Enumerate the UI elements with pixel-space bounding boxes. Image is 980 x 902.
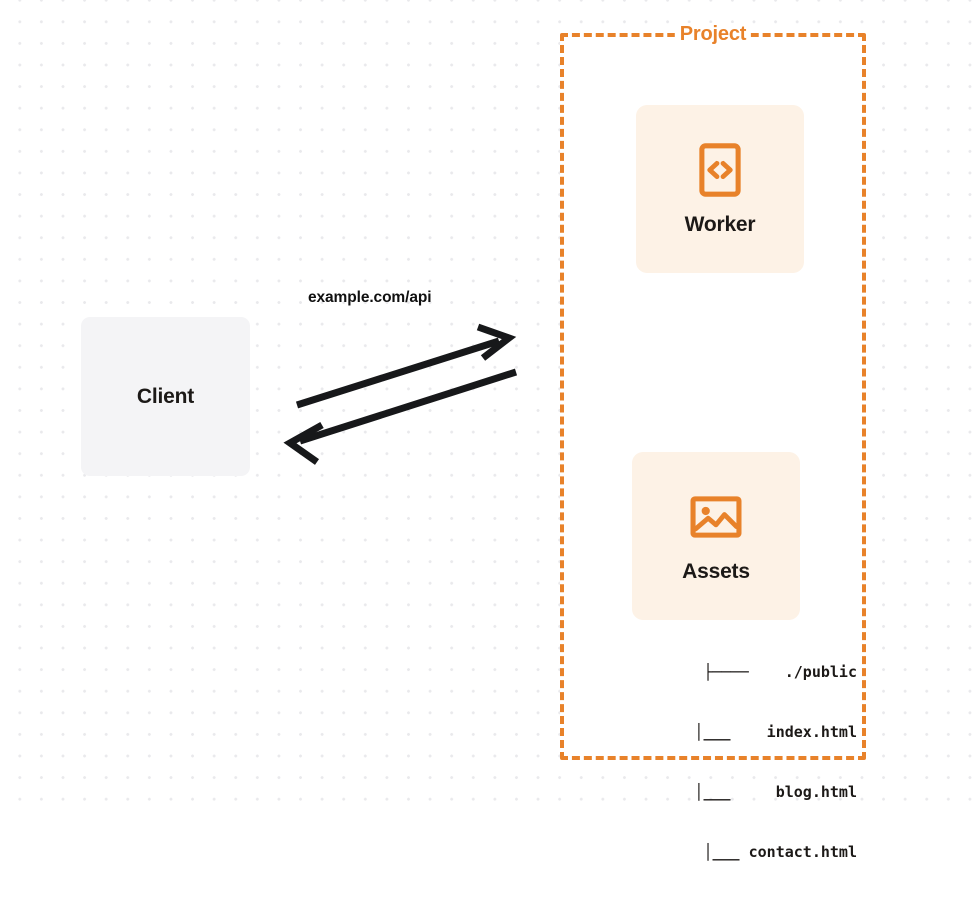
code-brackets-icon [699, 143, 741, 197]
response-arrow [283, 368, 518, 465]
client-label: Client [136, 384, 195, 408]
tree-row: │___ index.html [676, 723, 857, 741]
tree-row: │___ blog.html [676, 783, 857, 801]
assets-card[interactable]: Assets [632, 452, 800, 620]
tree-row: ├──── ./public [703, 663, 857, 681]
project-container: Project Worker Assets ├──── ./public │__… [560, 23, 866, 861]
assets-label: Assets [682, 560, 750, 583]
worker-card[interactable]: Worker [636, 105, 804, 273]
image-icon [690, 496, 742, 538]
worker-label: Worker [684, 213, 756, 236]
diagram-canvas: Client example.com/api Project Worker [0, 0, 980, 861]
tree-row: │___ contact.html [685, 843, 857, 861]
request-arrow [295, 323, 517, 409]
asset-file-tree: ├──── ./public │___ index.html │___ blog… [612, 622, 857, 902]
project-title: Project [674, 23, 752, 46]
request-url-label: example.com/api [308, 289, 432, 306]
client-node[interactable]: Client [81, 317, 250, 476]
